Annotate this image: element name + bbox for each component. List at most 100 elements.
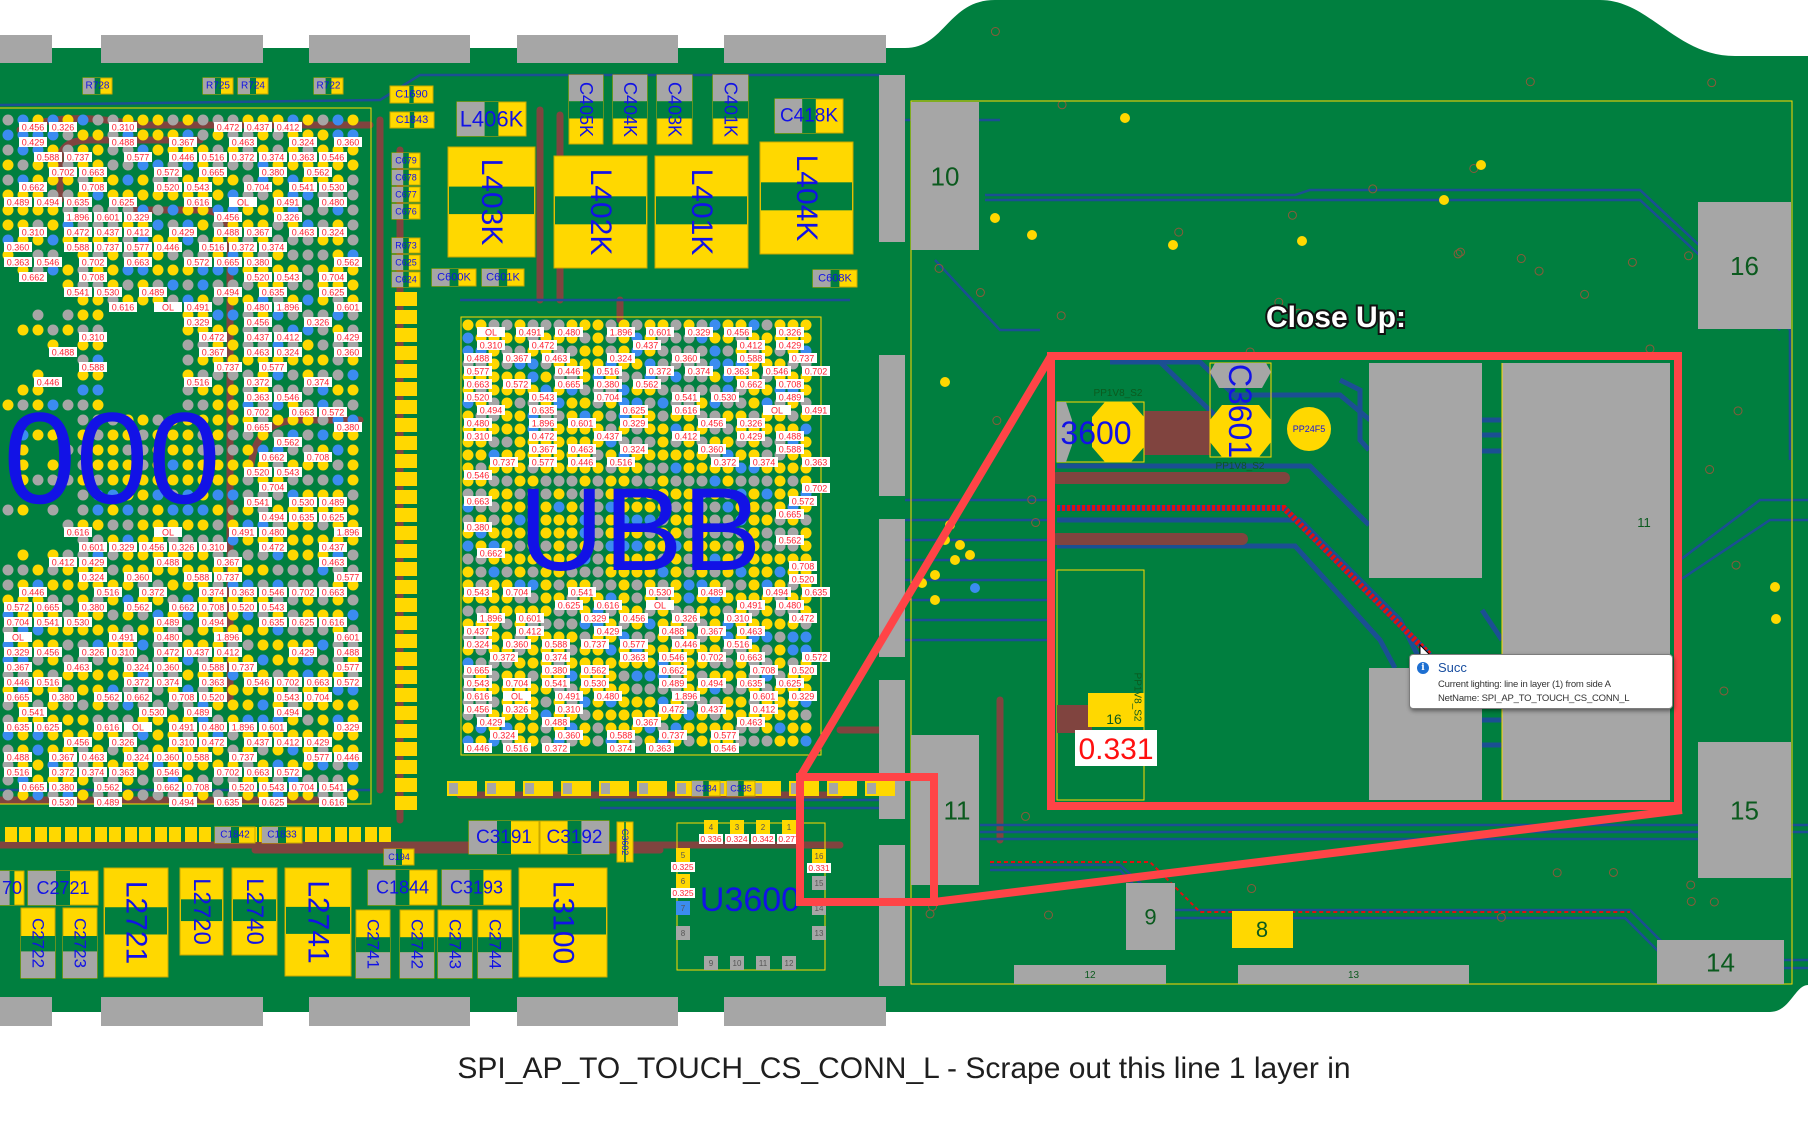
component-r728[interactable]: R728 [82, 77, 113, 95]
connector-pad-10[interactable]: 10 [911, 102, 979, 250]
component-c404k[interactable]: C404K [612, 74, 648, 145]
net-tooltip[interactable]: i Succ Current lighting: line in layer (… [1409, 654, 1673, 709]
ball-value: 0.625 [37, 723, 60, 733]
component-l401k[interactable]: L401K [654, 155, 749, 269]
connector-pad-14[interactable]: 14 [1657, 940, 1784, 984]
connector-pad-15[interactable]: 15 [1698, 742, 1791, 878]
ball-value: 0.494 [277, 708, 300, 718]
ball-value: 0.601 [519, 614, 542, 624]
u3600-pin-12[interactable]: 12 [782, 956, 796, 970]
ball-value: OL [12, 633, 24, 643]
bga-ball [302, 354, 314, 366]
u3600-pin-8[interactable]: 8 [676, 926, 690, 940]
connector-pad-9[interactable]: 9 [1126, 883, 1175, 950]
component-c2770[interactable]: 70 [0, 870, 25, 906]
component-c405k[interactable]: C405K [568, 74, 604, 145]
component-c679[interactable]: C679 [391, 152, 421, 169]
component-l2740[interactable]: L2740 [231, 867, 278, 956]
component-r722[interactable]: R722 [313, 77, 344, 95]
bga-ball [347, 579, 359, 591]
bga-ball [17, 564, 29, 576]
bga-ball [62, 324, 74, 336]
component-ref: C1843 [396, 114, 428, 126]
component-c2741[interactable]: C2741 [355, 909, 391, 979]
ball-value: 0.488 [217, 228, 240, 238]
component-c1844[interactable]: C1844 [367, 869, 438, 906]
via [1731, 560, 1741, 570]
component-c3191[interactable]: C3191 [468, 820, 540, 855]
component-c2723[interactable]: C2723 [62, 907, 98, 979]
component-l406k[interactable]: L406K [456, 101, 527, 137]
component-c600k[interactable]: C600K [431, 268, 477, 287]
component-c624[interactable]: C624 [391, 271, 421, 288]
bga-ball [47, 129, 59, 141]
component-l404k[interactable]: L404K [759, 141, 854, 255]
component-c601k[interactable]: C601K [481, 268, 525, 287]
component-c2722[interactable]: C2722 [20, 907, 56, 979]
component-c194[interactable]: C194 [383, 848, 415, 866]
component-l402k[interactable]: L402K [553, 155, 648, 269]
component-c625[interactable]: C625 [391, 254, 421, 271]
ball-value: 0.616 [97, 723, 120, 733]
u3600-pin-13[interactable]: 13 [812, 926, 826, 940]
connector-pad-13[interactable]: 13 [1238, 965, 1469, 984]
ball-value: 0.520 [792, 666, 815, 676]
component-c608k[interactable]: C608K [812, 269, 858, 288]
ball-value: 0.310 [480, 341, 503, 351]
ball-value: 1.896 [337, 528, 360, 538]
component-c2742[interactable]: C2742 [399, 909, 435, 979]
bga-ball [32, 744, 44, 756]
component-r724[interactable]: R724 [237, 77, 269, 95]
close-up-pad-11[interactable]: 11 [1502, 363, 1670, 800]
component-c401k[interactable]: C401K [712, 74, 749, 145]
component-c3193[interactable]: C3193 [441, 869, 512, 906]
component-l3100[interactable]: L3100 [518, 867, 608, 978]
component-l403k[interactable]: L403K [447, 146, 536, 258]
component-c403k[interactable]: C403K [656, 74, 693, 145]
u3600-pin-15[interactable]: 15 [812, 876, 826, 890]
bga-ball [748, 735, 760, 747]
connector-pad-12[interactable]: 12 [1014, 965, 1166, 984]
bga-ball [257, 699, 269, 711]
connector-pad-16[interactable]: 16 [1698, 202, 1791, 329]
ball-value: 0.480 [558, 328, 581, 338]
u3600-pin-7[interactable]: 7 [676, 901, 690, 915]
bga-ball [137, 444, 149, 456]
component-c2743[interactable]: C2743 [437, 909, 473, 979]
component-c1833[interactable]: C1833 [261, 826, 303, 844]
component-c2721[interactable]: C2721 [27, 870, 99, 906]
ball-value: 0.489 [779, 393, 802, 403]
component-l2721[interactable]: L2721 [103, 867, 169, 978]
u3600-pin-10[interactable]: 10 [730, 956, 744, 970]
component-c678[interactable]: C678 [391, 169, 421, 186]
ball-value: 0.491 [740, 601, 763, 611]
u3600-pin-9[interactable]: 9 [704, 956, 718, 970]
component-c1842[interactable]: C1842 [214, 826, 256, 844]
ball-value: 0.541 [545, 679, 568, 689]
component-l2741[interactable]: L2741 [284, 867, 352, 977]
ball-value: 0.326 [307, 318, 330, 328]
component-c334[interactable]: C334 [691, 780, 721, 797]
bga-ball [332, 699, 344, 711]
bga-ball [197, 264, 209, 276]
component-c2744[interactable]: C2744 [477, 909, 513, 979]
bga-ball [182, 504, 194, 516]
ball-value: 0.588 [545, 640, 568, 650]
connector-pad-8[interactable]: 8 [1232, 911, 1293, 948]
component-c335[interactable]: C335 [726, 780, 756, 797]
u3600-pin-11[interactable]: 11 [756, 956, 770, 970]
component-c3192[interactable]: C3192 [539, 820, 610, 855]
component-c1690[interactable]: C1690 [389, 85, 434, 104]
component-l2720[interactable]: L2720 [179, 867, 224, 956]
component-c418k[interactable]: C418K [774, 98, 844, 134]
small-component [395, 652, 417, 666]
component-c1843[interactable]: C1843 [389, 111, 435, 129]
component-r673[interactable]: R673 [391, 237, 421, 254]
component-c676[interactable]: C676 [391, 203, 421, 220]
ball-value: 0.562 [97, 693, 120, 703]
component-c677[interactable]: C677 [391, 186, 421, 203]
connector-pad-11[interactable]: 11 [911, 735, 979, 885]
component-c3602[interactable]: C3602 [616, 821, 634, 863]
component-r725[interactable]: R725 [202, 77, 234, 95]
